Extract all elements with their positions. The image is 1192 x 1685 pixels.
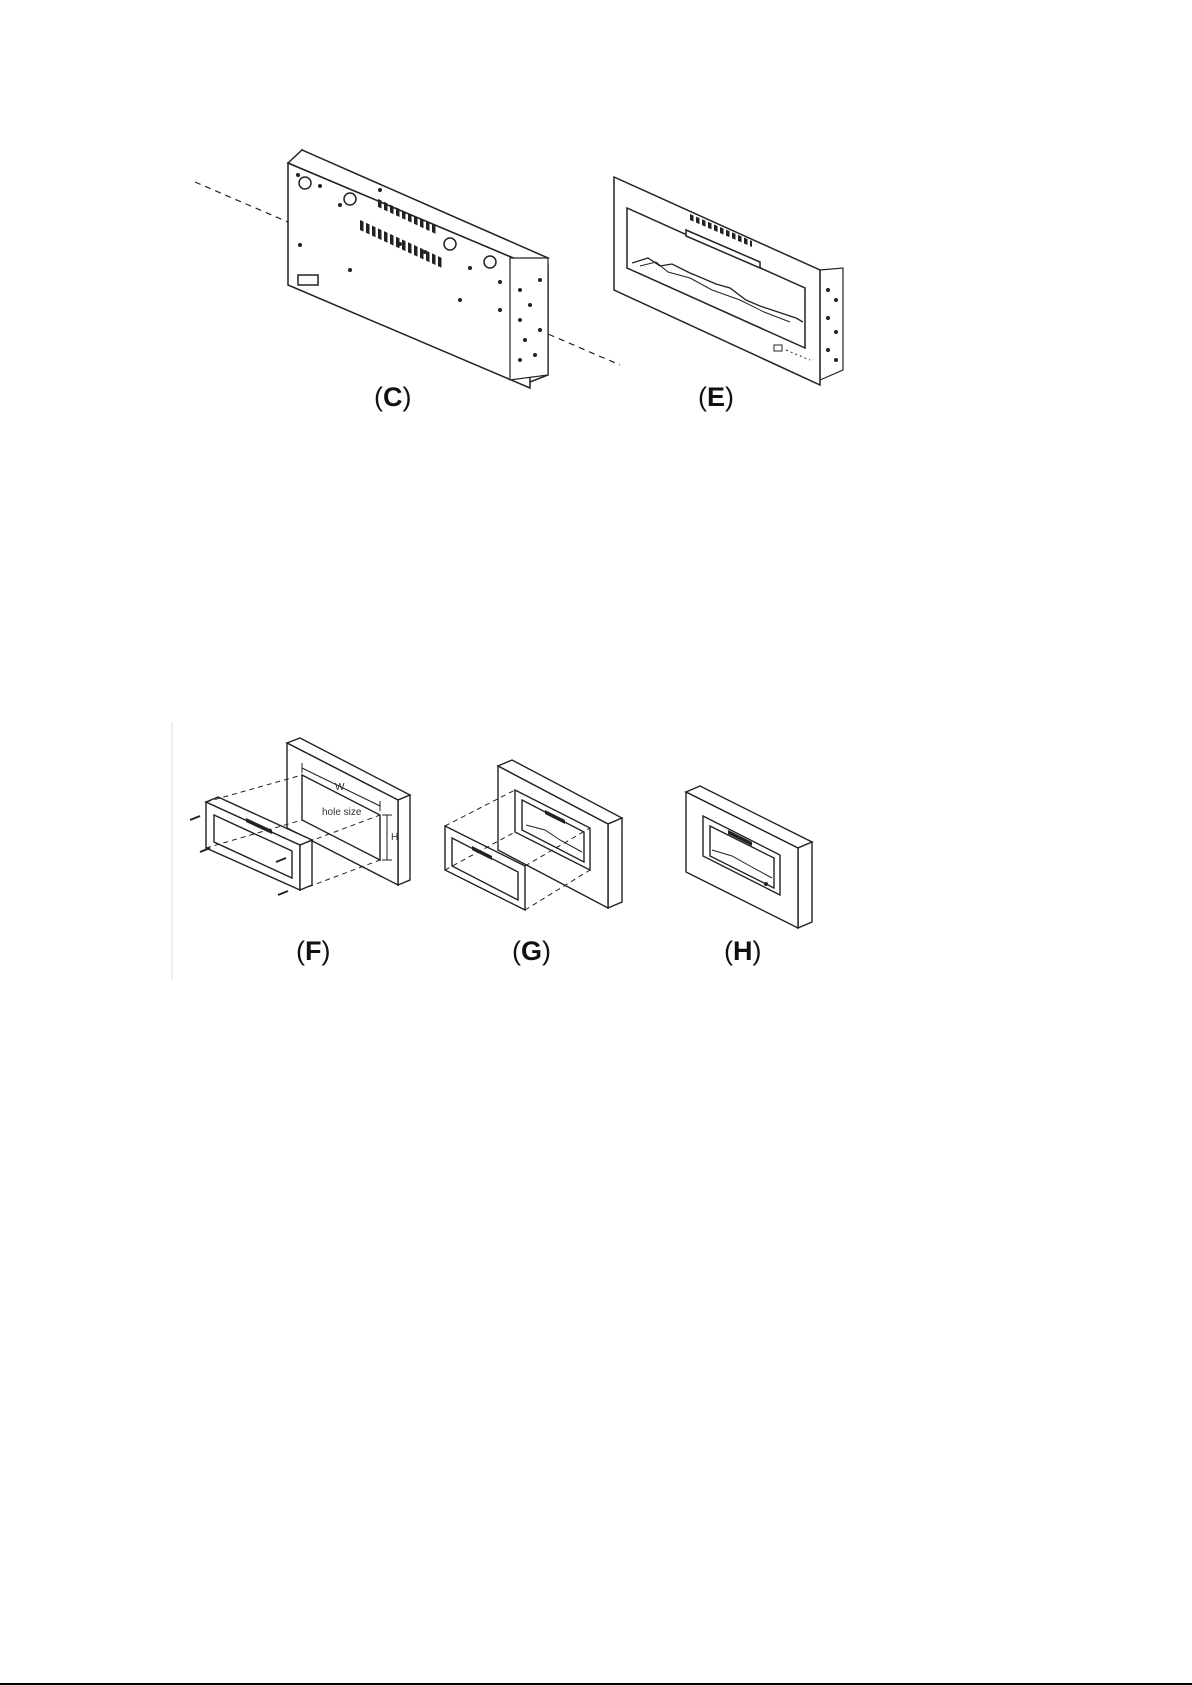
figure-h-label: (H) bbox=[724, 936, 762, 967]
figure-f-drawing bbox=[206, 738, 410, 890]
figure-f-height-label: H bbox=[391, 832, 398, 843]
figure-h-control-dot bbox=[764, 882, 768, 886]
figure-c-label: (C) bbox=[374, 382, 412, 413]
figure-g-label: (G) bbox=[512, 936, 551, 967]
figure-f-width-label: W bbox=[335, 782, 345, 793]
figure-e-drawing bbox=[614, 177, 843, 385]
figure-e-label: (E) bbox=[698, 382, 734, 413]
figure-h-drawing bbox=[686, 786, 812, 928]
figure-g-drawing bbox=[445, 760, 622, 910]
figure-c-drawing bbox=[195, 150, 620, 388]
figure-f-hole-label: hole size bbox=[322, 807, 362, 818]
figure-f-label: (F) bbox=[296, 936, 331, 967]
